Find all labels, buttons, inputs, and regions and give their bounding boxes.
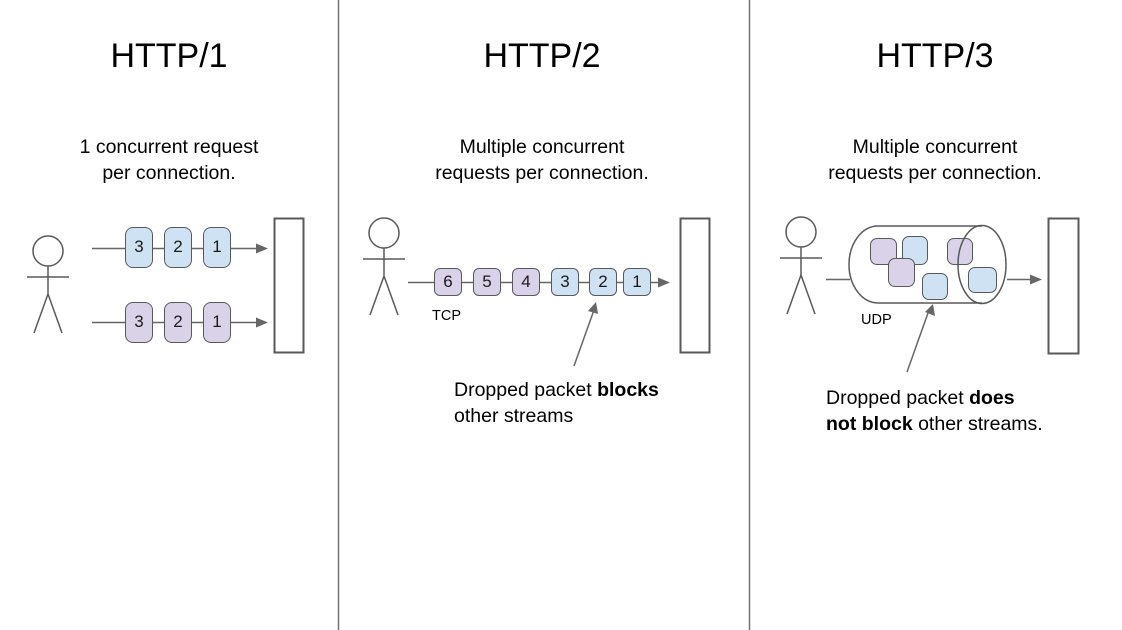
packet-box: 1 — [623, 268, 651, 296]
packet-box: 3 — [125, 227, 153, 268]
stick-figure-client-icon — [363, 217, 405, 316]
packet-box: 2 — [589, 268, 617, 296]
protocol-label-tcp: TCP — [432, 308, 461, 324]
dropped-packet-arrow-icon — [573, 302, 598, 367]
packet-box: 1 — [203, 227, 231, 268]
annotation-http3: Dropped packet does not block other stre… — [826, 387, 1043, 435]
packet-box — [968, 267, 997, 293]
annotation-http2: Dropped packet blocks other streams — [454, 379, 659, 427]
protocol-label-udp: UDP — [861, 312, 892, 328]
server-box — [1047, 217, 1080, 355]
packet-box: 5 — [473, 268, 501, 296]
arrow-right-icon — [1007, 274, 1042, 285]
stick-figure-client-icon — [27, 235, 69, 334]
server-box — [679, 217, 711, 354]
panel-subtitle-http1: 1 concurrent request per connection. — [79, 136, 259, 184]
udp-tunnel-mouth-icon — [957, 224, 1007, 305]
server-box — [273, 217, 305, 354]
packet-box: 6 — [434, 268, 462, 296]
panel-subtitle-http2: Multiple concurrent requests per connect… — [435, 136, 649, 184]
stick-figure-client-icon — [780, 216, 822, 315]
packet-box — [922, 273, 948, 300]
panel-subtitle-http3: Multiple concurrent requests per connect… — [828, 136, 1042, 184]
packet-box: 3 — [551, 268, 579, 296]
packet-box: 2 — [164, 227, 192, 268]
dropped-packet-arrow-icon — [906, 304, 935, 373]
panel-title-http3: HTTP/3 — [876, 37, 994, 75]
udp-tunnel-icon — [848, 225, 982, 304]
panel-title-http2: HTTP/2 — [483, 37, 601, 75]
panel-title-http1: HTTP/1 — [110, 37, 228, 75]
packet-box — [888, 258, 915, 287]
packet-box: 2 — [164, 302, 192, 343]
packet-box: 3 — [125, 302, 153, 343]
packet-box: 4 — [512, 268, 540, 296]
packet-box: 1 — [203, 302, 231, 343]
